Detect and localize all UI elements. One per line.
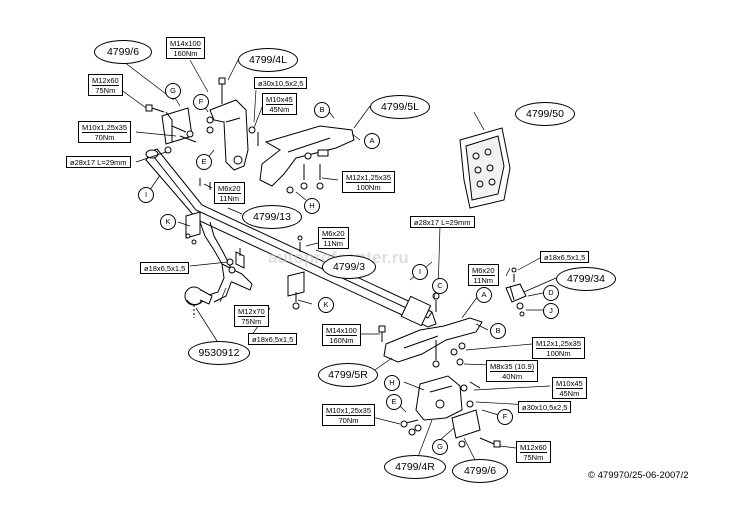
part-code-4799-4r: 4799/4R: [384, 455, 446, 479]
spec-washer30-bottom: ø30x10,5x2,5: [518, 401, 572, 413]
callout-e-top: E: [196, 154, 212, 170]
callout-h-top: H: [304, 198, 320, 214]
callout-b-right: B: [490, 323, 506, 339]
callout-a-right: A: [476, 287, 492, 303]
part-code-4799-5l: 4799/5L: [370, 95, 430, 119]
right-side-bracket: [415, 375, 463, 421]
left-side-bracket: [209, 99, 249, 171]
callout-b-top: B: [314, 102, 330, 118]
spec-washer30-top: ø30x10,5x2,5: [254, 77, 308, 89]
callout-k-mid: K: [318, 297, 334, 313]
spec-m8x35: M8x35 (10.9)40Nm: [486, 360, 539, 382]
callout-c-right: C: [432, 278, 448, 294]
callout-d-right: D: [543, 285, 559, 301]
spec-washer18-left: ø18x6,5x1,5: [140, 262, 190, 274]
part-code-4799-13: 4799/13: [242, 205, 302, 229]
part-code-4799-4l: 4799/4L: [238, 48, 298, 72]
callout-g-top: G: [165, 83, 181, 99]
callout-g-bottom: G: [432, 439, 448, 455]
callout-i-right: I: [412, 264, 428, 280]
spec-washer18-bottom: ø18x6,5x1,5: [248, 333, 298, 345]
part-code-4799-34: 4799/34: [556, 267, 616, 291]
spec-tube28-left: ø28x17 L=29mm: [66, 156, 131, 168]
callout-h-bottom: H: [384, 375, 400, 391]
beam-end-caps: [145, 149, 432, 327]
copyright-text: © 479970/25-06-2007/2: [588, 470, 689, 481]
socket-plate-left: [185, 211, 305, 297]
right-bottom-plate: [451, 409, 481, 439]
callout-e-bottom: E: [386, 394, 402, 410]
part-code-4799-3: 4799/3: [322, 255, 376, 279]
spec-tube28-right: ø28x17 L=29mm: [410, 216, 475, 228]
left-long-bracket: [259, 125, 355, 187]
callout-a-top: A: [364, 133, 380, 149]
right-long-bracket: [383, 317, 483, 363]
part-code-9530912: 9530912: [188, 341, 250, 365]
callout-k-left: K: [160, 214, 176, 230]
tow-ball: [184, 286, 213, 318]
callout-i-left: I: [138, 187, 154, 203]
callout-f-bottom: F: [497, 409, 513, 425]
callout-j-right: J: [543, 303, 559, 319]
part-code-4799-6-bottom: 4799/6: [452, 459, 508, 483]
main-cross-beam: [145, 148, 437, 328]
fixing-kit-bag: [459, 127, 511, 209]
callout-f-top: F: [193, 94, 209, 110]
part-code-4799-6-top: 4799/6: [94, 40, 152, 64]
spec-washer18-right: ø18x6,5x1,5: [540, 251, 590, 263]
part-code-4799-5r: 4799/5R: [318, 363, 378, 387]
electrical-socket-bracket: [505, 283, 527, 303]
part-code-4799-50: 4799/50: [515, 102, 575, 126]
